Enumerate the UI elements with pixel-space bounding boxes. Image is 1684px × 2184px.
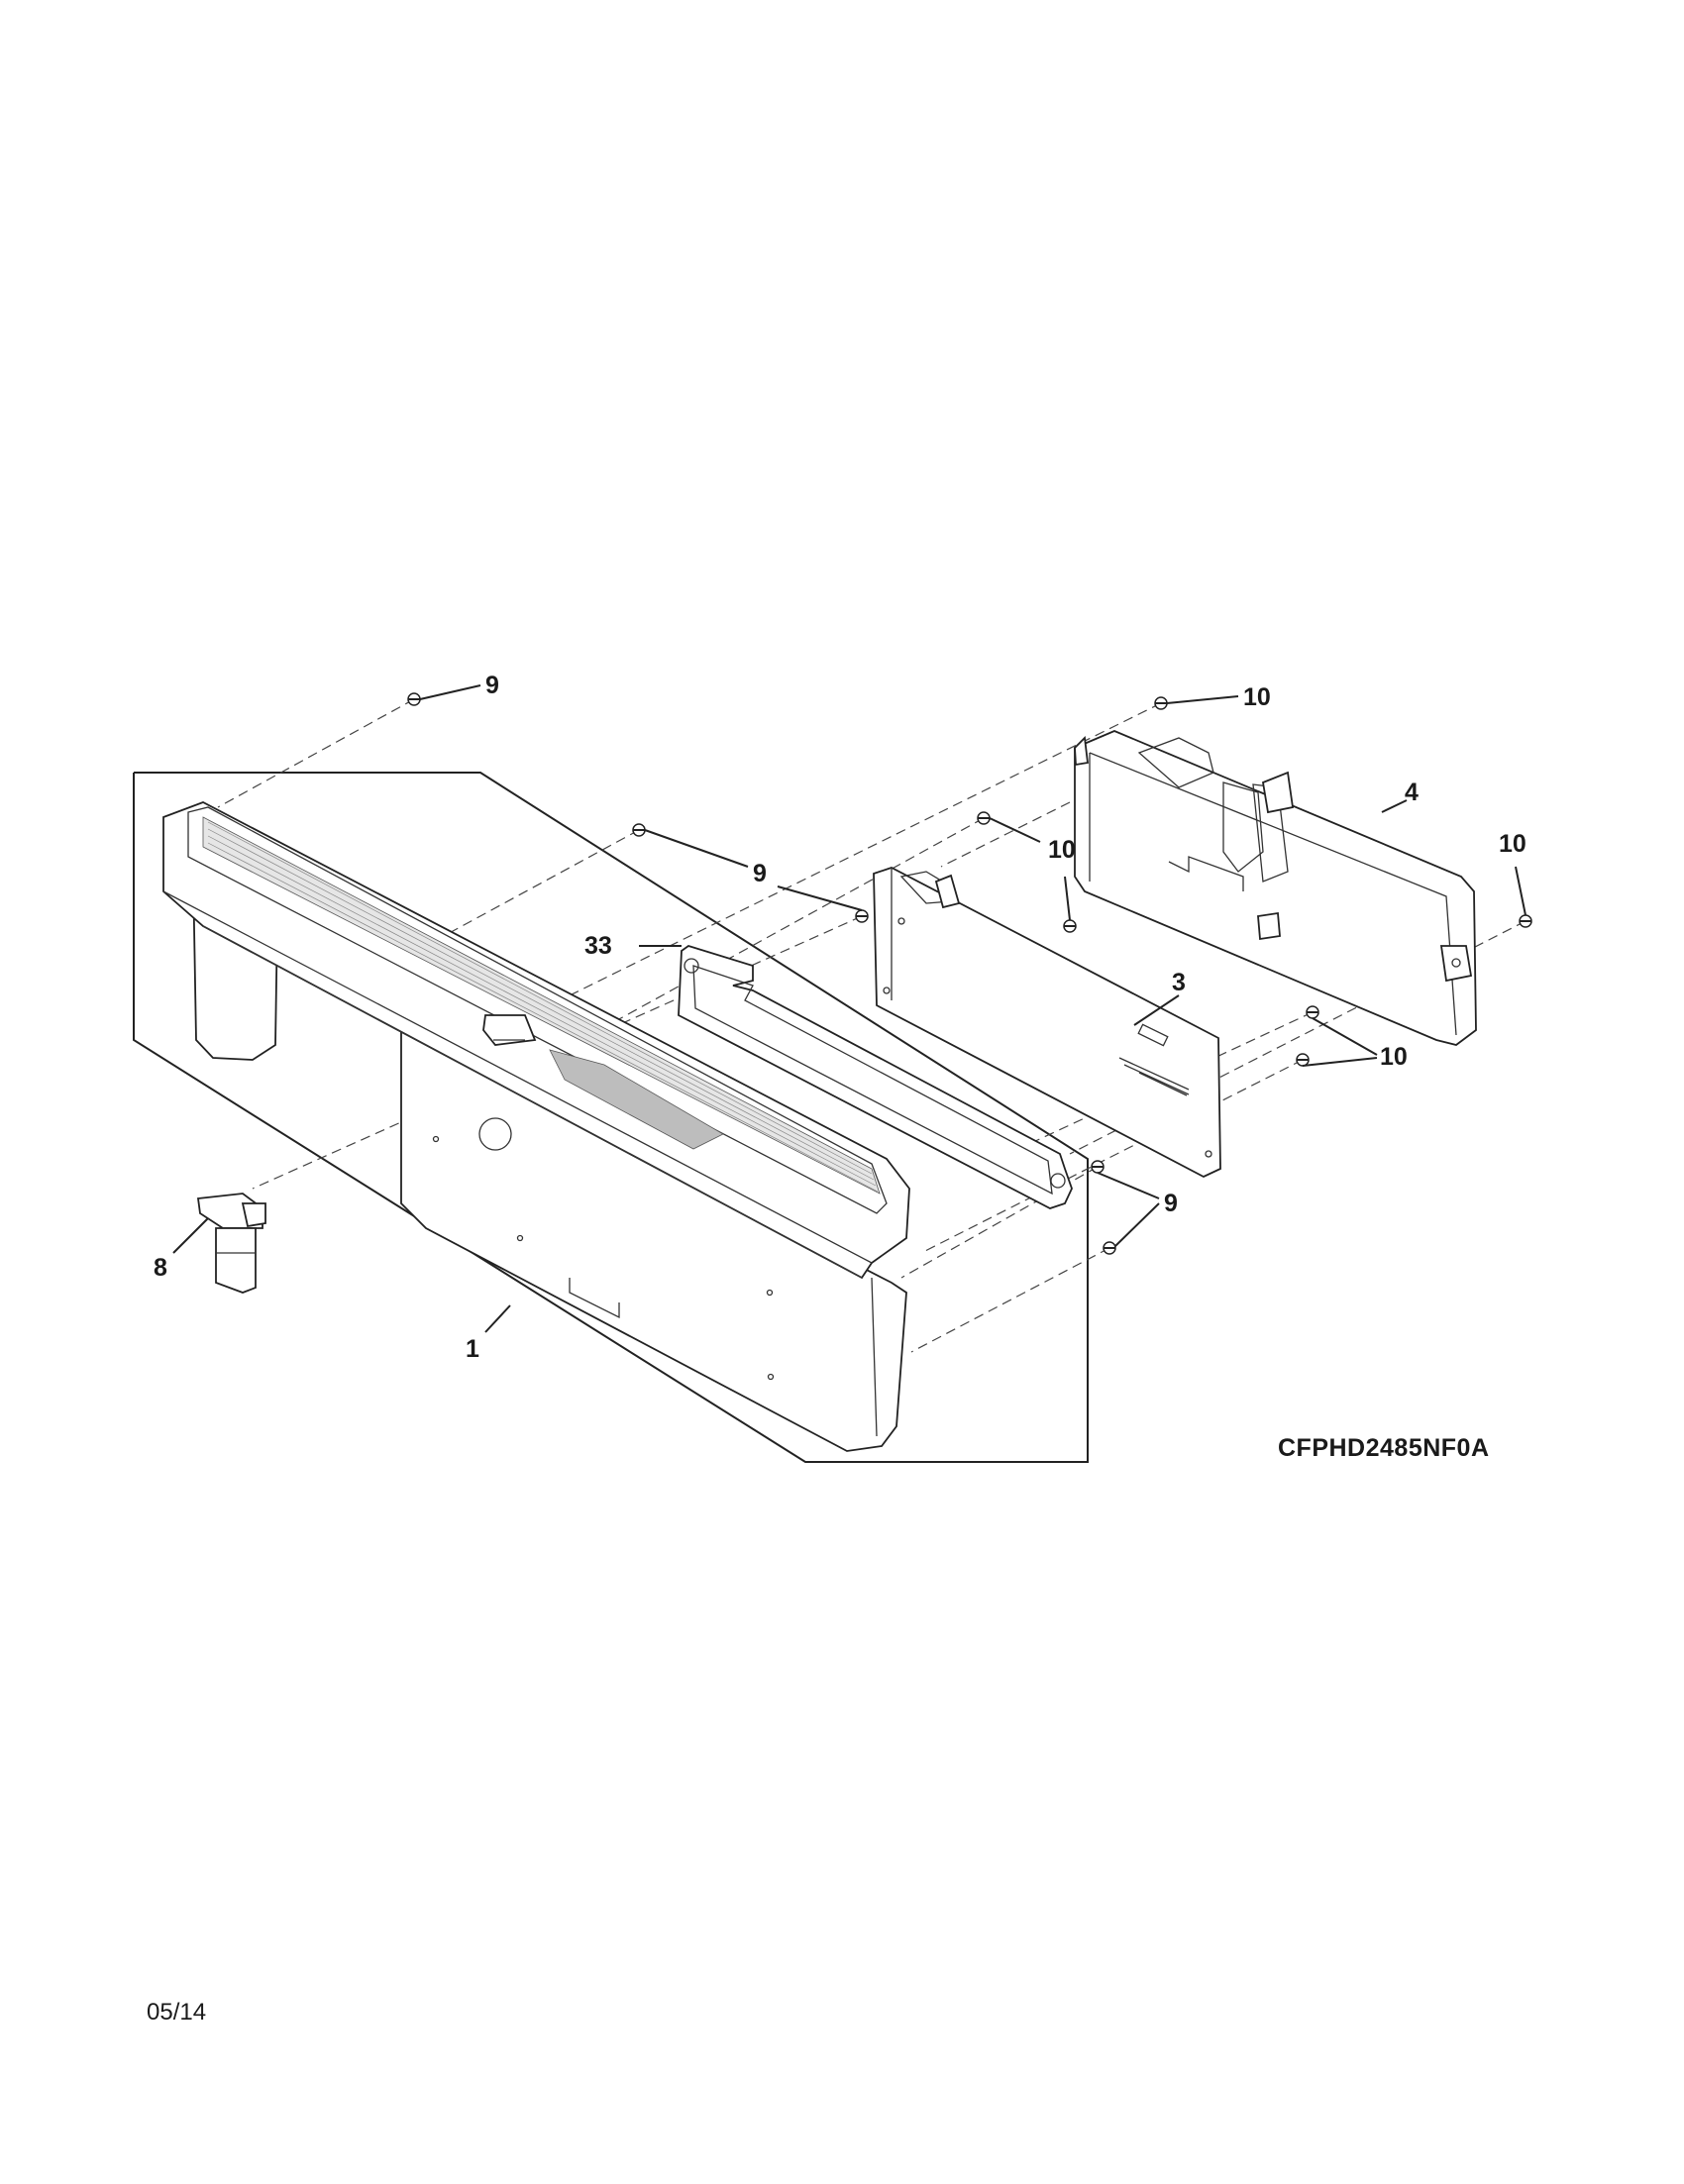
leader-lines [172,684,1526,1333]
callout-board: 3 [1172,969,1186,996]
screw-icon [1154,696,1168,710]
callout-screw-top-right: 10 [1243,683,1271,711]
screws [407,692,1532,1255]
model-number: CFPHD2485NF0A [1278,1434,1490,1462]
callout-endcap: 8 [154,1254,167,1282]
screw-icon [855,909,869,923]
screw-icon [1063,919,1077,933]
screw-icon [632,823,646,837]
housing-part [1074,730,1477,1046]
screw-icon [1103,1241,1116,1255]
callout-panel: 1 [466,1335,479,1363]
callout-screws-lower: 9 [1164,1190,1178,1217]
screw-icon [1091,1160,1105,1174]
callout-screw-top: 9 [485,672,499,699]
screw-icon [1306,1005,1319,1019]
screw-icon [1296,1053,1310,1067]
gasket-part [678,945,1073,1209]
callout-labels: 9 10 4 10 9 10 33 3 10 9 8 1 [154,672,1526,1363]
callout-screw-board-top: 10 [1048,836,1076,864]
control-board-part [873,867,1221,1179]
callout-screws-board-right: 10 [1380,1043,1408,1071]
callout-screw-upper-left: 9 [753,860,767,887]
panel-group-bracket [133,772,1089,1463]
endcap-part [196,1193,266,1294]
screw-icon [407,692,421,706]
screw-icon [1519,914,1532,928]
callout-housing: 4 [1405,779,1419,806]
control-panel-part [162,801,910,1452]
callout-gasket: 33 [584,932,612,960]
callout-screw-far-right: 10 [1499,830,1526,858]
date-code: 05/14 [147,1999,207,2026]
screw-icon [977,811,991,825]
